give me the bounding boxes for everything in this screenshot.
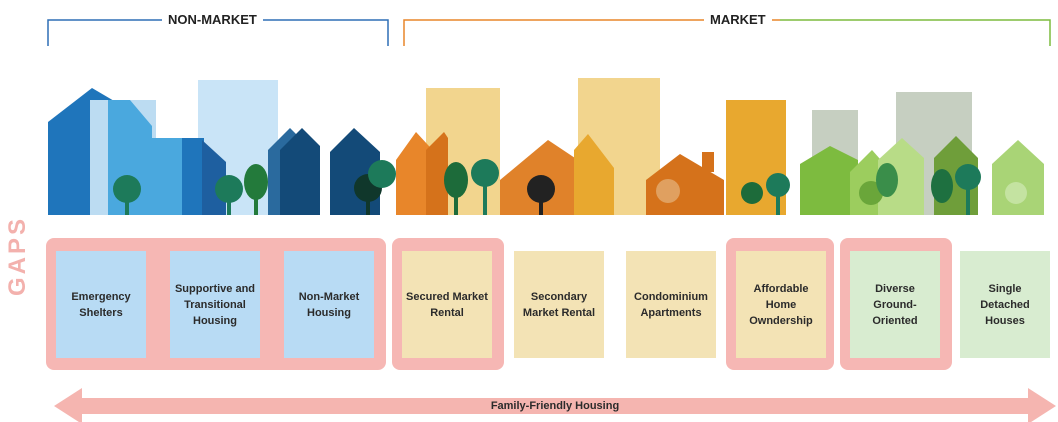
non-market-header: NON-MARKET bbox=[162, 12, 263, 28]
category-affordable-home-ownership: Affordable Home Owndership bbox=[736, 251, 826, 358]
category-secured-market-rental: Secured Market Rental bbox=[402, 251, 492, 358]
market-orange-buildings bbox=[396, 78, 790, 215]
category-supportive-transitional: Supportive and Transitional Housing bbox=[170, 251, 260, 358]
market-green-buildings bbox=[800, 92, 1044, 215]
category-condominium-apartments: Condominium Apartments bbox=[626, 251, 716, 358]
market-bracket-orange bbox=[403, 19, 780, 46]
gaps-label: GAPS bbox=[4, 215, 31, 296]
market-bracket-green bbox=[780, 19, 1051, 46]
category-single-detached-houses: Single Detached Houses bbox=[960, 251, 1050, 358]
market-header: MARKET bbox=[704, 12, 772, 28]
family-friendly-arrow bbox=[54, 388, 1056, 422]
category-non-market-housing: Non-Market Housing bbox=[284, 251, 374, 358]
non-market-buildings bbox=[48, 80, 396, 215]
category-secondary-market-rental: Secondary Market Rental bbox=[514, 251, 604, 358]
category-diverse-ground-oriented: Diverse Ground-Oriented bbox=[850, 251, 940, 358]
category-emergency-shelters: Emergency Shelters bbox=[56, 251, 146, 358]
family-friendly-label: Family-Friendly Housing bbox=[490, 400, 620, 412]
